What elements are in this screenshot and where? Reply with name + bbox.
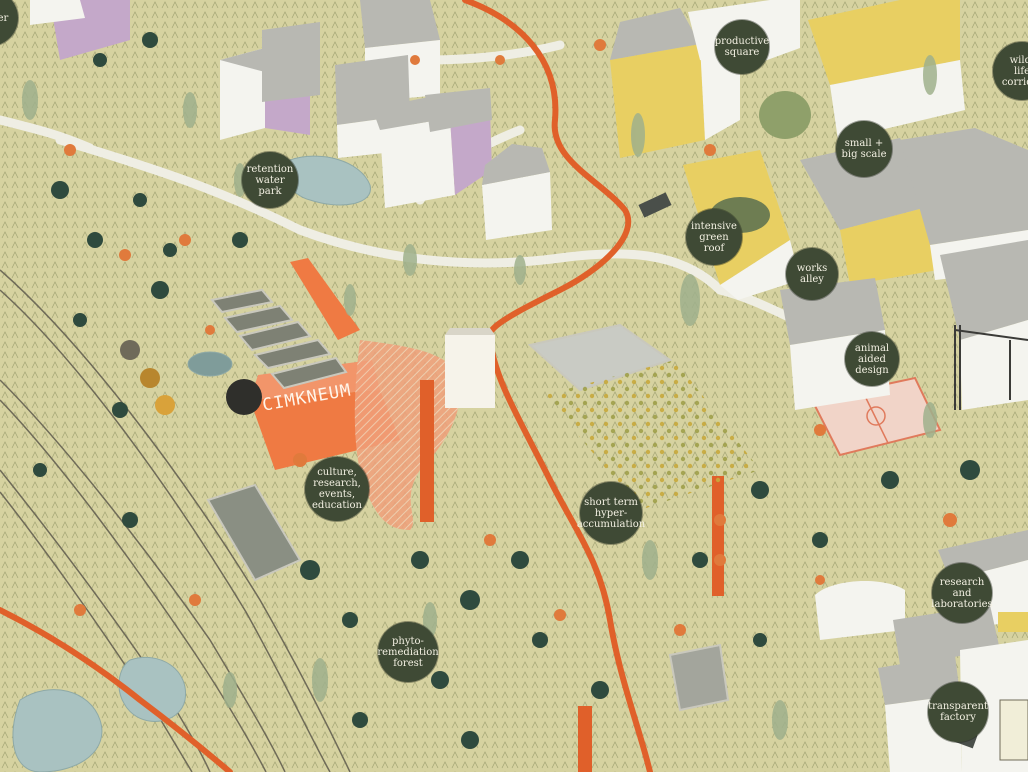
label-culture-research: culture, research, events, education bbox=[305, 457, 369, 521]
chimney-2 bbox=[578, 706, 592, 772]
water-ponds bbox=[12, 155, 371, 772]
label-animal-aided-design: animal aided design bbox=[845, 332, 899, 386]
label-works-alley: works alley bbox=[786, 248, 838, 300]
trees bbox=[22, 32, 980, 749]
label-hyper-accumulation: short term hyper- accumulation bbox=[577, 482, 645, 544]
label-retention-water-park: retention water park bbox=[242, 152, 298, 208]
label-research-laboratories: research and laboratories bbox=[931, 563, 993, 623]
label-intensive-green-roof: intensive green roof bbox=[686, 209, 742, 265]
panel-fields bbox=[206, 288, 730, 712]
buildings-left bbox=[30, 0, 552, 240]
label-phyto-remediation-forest: phyto- remediation forest bbox=[377, 622, 439, 682]
label-transparent-factory: transparent factory bbox=[928, 682, 988, 742]
label-small-big-scale: small + big scale bbox=[836, 121, 892, 177]
crop-field bbox=[545, 360, 760, 510]
chimney-1 bbox=[712, 476, 724, 596]
label-productive-square: productive square bbox=[715, 20, 769, 74]
orange-path bbox=[0, 0, 653, 772]
crane bbox=[954, 325, 1028, 410]
